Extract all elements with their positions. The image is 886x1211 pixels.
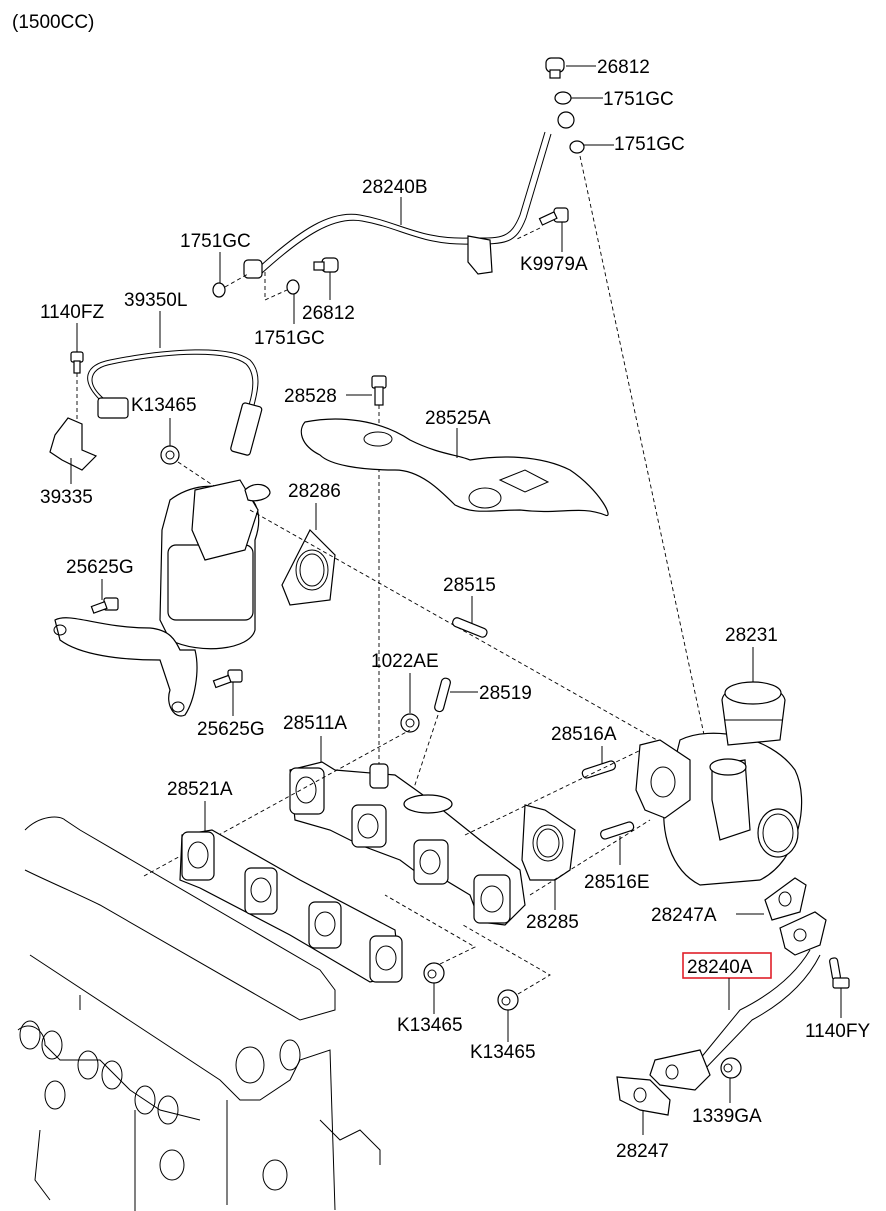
part-28285-turbo-gasket[interactable] [521, 804, 576, 881]
dash-k13465-a [384, 894, 476, 965]
label-k9979a[interactable]: K9979A [520, 254, 588, 275]
label-28247a[interactable]: 28247A [651, 905, 717, 926]
label-1751gc-d[interactable]: 1751GC [254, 328, 325, 349]
label-28247[interactable]: 28247 [616, 1141, 669, 1162]
part-k13465-nut-a[interactable] [423, 962, 445, 984]
part-1022ae-nut[interactable] [400, 713, 420, 733]
part-25625g-bolt-a[interactable] [90, 597, 119, 614]
label-28286[interactable]: 28286 [288, 481, 341, 502]
part-1751gc-washer-d[interactable] [286, 279, 300, 295]
engine-variant-title: (1500CC) [12, 12, 94, 33]
label-1751gc-b[interactable]: 1751GC [614, 134, 685, 155]
part-39335-bracket[interactable] [49, 417, 98, 471]
part-28516a-stud[interactable] [581, 760, 616, 779]
dash-1751gc-c [224, 273, 249, 288]
dash-k13465-b [462, 924, 551, 995]
label-k13465-b[interactable]: K13465 [470, 1042, 536, 1063]
label-28519[interactable]: 28519 [479, 683, 532, 704]
part-k9979a-bolt[interactable] [538, 207, 569, 226]
part-1140fy-bolt[interactable] [829, 957, 850, 989]
label-28515[interactable]: 28515 [443, 575, 496, 596]
label-1751gc-a[interactable]: 1751GC [603, 89, 674, 110]
part-1751gc-washer-b[interactable] [569, 140, 585, 154]
label-28285[interactable]: 28285 [526, 912, 579, 933]
part-28516e-stud[interactable] [600, 821, 635, 840]
label-1140fy[interactable]: 1140FY [805, 1021, 870, 1042]
part-1751gc-washer-a[interactable] [554, 91, 572, 105]
part-28247a-gasket[interactable] [764, 877, 807, 921]
label-1140fz[interactable]: 1140FZ [40, 302, 104, 323]
label-28528[interactable]: 28528 [284, 386, 337, 407]
part-catalytic-converter[interactable] [53, 479, 271, 717]
label-28516a[interactable]: 28516A [551, 724, 617, 745]
label-25625g-b[interactable]: 25625G [197, 719, 265, 740]
label-25625g-a[interactable]: 25625G [66, 557, 134, 578]
part-28247-gasket[interactable] [616, 1076, 671, 1116]
part-28528-bolt[interactable] [371, 375, 387, 406]
engine-cylinder-head [17, 816, 381, 1211]
label-26812-mid[interactable]: 26812 [302, 303, 355, 324]
label-28231[interactable]: 28231 [725, 625, 778, 646]
part-25625g-bolt-b[interactable] [212, 669, 243, 689]
label-28240a[interactable]: 28240A [687, 957, 753, 978]
part-28511a-exhaust-manifold[interactable] [289, 761, 526, 926]
label-28511a[interactable]: 28511A [283, 713, 347, 734]
label-1022ae[interactable]: 1022AE [371, 651, 439, 672]
label-28521a[interactable]: 28521A [167, 779, 233, 800]
label-26812-top[interactable]: 26812 [597, 57, 650, 78]
part-k13465-nut-b[interactable] [497, 989, 519, 1011]
dash-k9979a [514, 227, 541, 241]
dash-k13465-top [177, 461, 221, 491]
part-26812-mid-bolt[interactable] [313, 257, 339, 273]
label-39350l[interactable]: 39350L [124, 290, 187, 311]
label-k13465-top[interactable]: K13465 [131, 395, 197, 416]
part-26812-top-plug[interactable] [545, 57, 565, 79]
part-1751gc-washer-c[interactable] [212, 282, 226, 298]
label-28525a[interactable]: 28525A [425, 408, 491, 429]
part-28240a-oil-return-pipe[interactable] [649, 911, 827, 1091]
label-28240b[interactable]: 28240B [362, 177, 428, 198]
dash-turbo-studs-lower [529, 819, 651, 896]
part-28519-stud[interactable] [434, 677, 451, 713]
label-39335[interactable]: 39335 [40, 487, 93, 508]
dash-1751gc-d [264, 272, 288, 301]
part-1140fz-bolt[interactable] [70, 351, 84, 374]
part-1339ga-nut[interactable] [720, 1057, 742, 1079]
label-1339ga[interactable]: 1339GA [692, 1106, 762, 1127]
part-k13465-nut-top[interactable] [160, 445, 180, 465]
highlight-box-28240a [682, 952, 772, 979]
part-28286-gasket[interactable] [281, 528, 336, 606]
part-28525a-heat-shield[interactable] [300, 418, 609, 517]
label-1751gc-c[interactable]: 1751GC [180, 231, 251, 252]
dash-oil-feed-to-turbo [579, 155, 713, 773]
part-28231-turbocharger[interactable] [635, 681, 803, 886]
part-39350l-oxygen-sensor[interactable] [87, 349, 263, 456]
label-28516e[interactable]: 28516E [584, 872, 650, 893]
part-28521a-manifold-gasket[interactable] [179, 829, 403, 983]
part-28515-stud[interactable] [451, 617, 488, 639]
label-k13465-a[interactable]: K13465 [397, 1015, 463, 1036]
dash-28519 [409, 714, 439, 801]
part-28240b-oil-feed-pipe[interactable] [243, 111, 575, 279]
dash-turbo-studs-upper [464, 747, 646, 836]
